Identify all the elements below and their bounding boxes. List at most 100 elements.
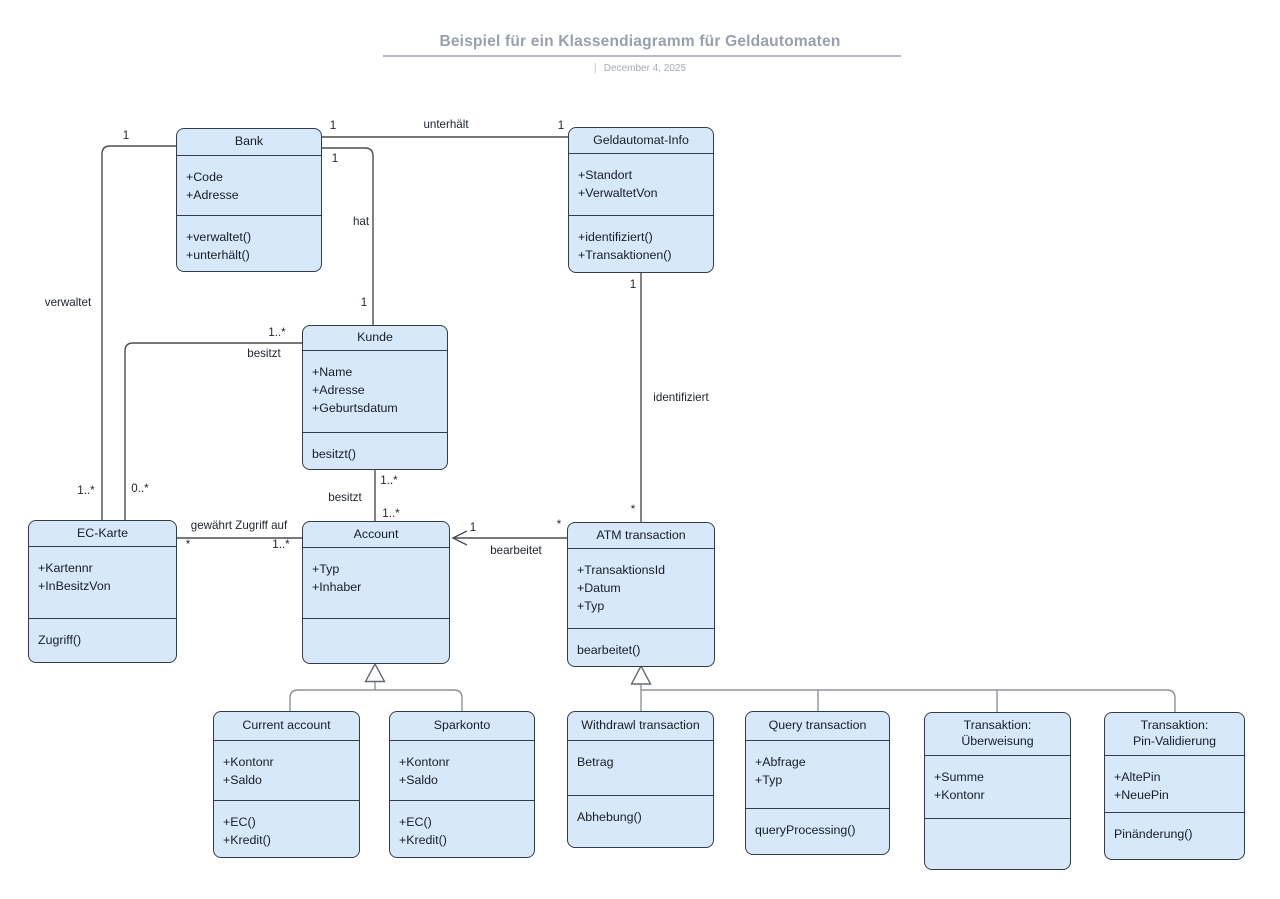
class-methods: besitzt() <box>303 433 447 469</box>
class-attributes: +AltePin +NeuePin <box>1105 756 1244 813</box>
class-attributes: +Standort +VerwaltetVon <box>569 154 713 216</box>
method: +identifiziert() <box>578 230 653 244</box>
attribute: +Typ <box>755 773 783 787</box>
class-methods: bearbeitet() <box>568 629 714 666</box>
label-unterhaelt: unterhält <box>423 118 469 131</box>
class-methods: +verwaltet() +unterhält() <box>177 216 321 271</box>
date-text: December 4, 2025 <box>603 63 687 74</box>
method: besitzt() <box>312 447 357 461</box>
class-methods: +identifiziert() +Transaktionen() <box>569 216 713 272</box>
mult-kunde-besitzt-account: 1..* <box>380 474 398 487</box>
title-underline <box>383 55 901 57</box>
class-attributes: +Abfrage+Typ <box>746 741 889 809</box>
association-hat <box>322 147 374 325</box>
mult-account-bearbeitet: 1 <box>469 521 477 534</box>
class-title: Sparkonto <box>390 712 534 741</box>
mult-eckarte-zugriff: * <box>185 538 191 551</box>
class-methods: Zugriff() <box>29 619 176 662</box>
class-atm-transaction: ATM transaction+TransaktionsId+Datum+Typ… <box>567 522 715 667</box>
attribute: +Name <box>312 365 353 379</box>
attribute: +Datum <box>577 581 621 595</box>
class-title: Current account <box>214 712 359 741</box>
attribute: +Inhaber <box>312 580 362 594</box>
label-verwaltet: verwaltet <box>44 296 92 309</box>
attribute: +VerwaltetVon <box>578 186 658 200</box>
class-methods: +EC()+Kredit() <box>390 801 534 857</box>
class-attributes: Betrag <box>568 741 713 796</box>
method: Zugriff() <box>38 633 82 647</box>
class-title: Bank <box>177 129 321 156</box>
class-attributes: +Typ +Inhaber <box>303 548 449 619</box>
class-title: Kunde <box>303 326 447 351</box>
class-account: Account +Typ +Inhaber <box>302 521 450 664</box>
class-methods: +EC()+Kredit() <box>214 801 359 857</box>
association-verwaltet <box>101 145 176 520</box>
attribute: Betrag <box>577 755 614 769</box>
label-hat: hat <box>352 215 370 228</box>
attribute: +TransaktionsId <box>577 563 666 577</box>
mult-bank-hat: 1 <box>331 152 339 165</box>
mult-bank-verwaltet: 1 <box>122 129 130 142</box>
class-geldautomat-info: Geldautomat-Info +Standort +VerwaltetVon +i… <box>568 127 714 273</box>
class-title: Geldautomat-Info <box>569 128 713 154</box>
attribute: +Adresse <box>186 188 239 202</box>
mult-account-zugriff: 1..* <box>272 538 290 551</box>
class-title: Withdrawl transaction <box>568 712 713 741</box>
method: +verwaltet() <box>186 230 252 244</box>
method: Pinänderung() <box>1114 827 1193 841</box>
class-methods <box>925 819 1070 869</box>
attribute: +Saldo <box>223 773 262 787</box>
class-sparkonto: Sparkonto+Kontonr+Saldo+EC()+Kredit() <box>389 711 535 858</box>
attribute: +Code <box>186 170 223 184</box>
attribute: +Kontonr <box>223 755 274 769</box>
class-attributes: +Summe +Kontonr <box>925 756 1070 819</box>
mult-atm-bearbeitet: * <box>556 518 562 531</box>
method: queryProcessing() <box>755 823 856 837</box>
class-title: ATM transaction <box>568 523 714 549</box>
method: +EC() <box>223 815 256 829</box>
method: +unterhält() <box>186 248 250 262</box>
method: +Transaktionen() <box>578 248 672 262</box>
label-besitzt-ec: besitzt <box>247 347 281 360</box>
attribute: +Kontonr <box>934 788 985 802</box>
class-current-account: Current account +Kontonr +Saldo +EC()+Kredi… <box>213 711 360 858</box>
class-attributes: +Kontonr +Saldo <box>214 741 359 801</box>
class-title: Transaktion: Überweisung <box>925 713 1070 756</box>
date-separator: | <box>593 62 597 74</box>
class-transaktion-pin-validierung: Transaktion: Pin-Validierung+AltePin+Neu… <box>1104 712 1245 860</box>
class-title: Query transaction <box>746 712 889 741</box>
class-methods: Pinänderung() <box>1105 813 1244 859</box>
mult-geldautomat-unterhaelt: 1 <box>557 119 565 132</box>
method: +EC() <box>399 815 432 829</box>
class-bank: Bank +Code +Adresse +verwaltet() +unterhält(… <box>176 128 322 272</box>
generalization-triangle-atm <box>630 664 652 685</box>
mult-geldautomat-identifiziert: 1 <box>629 278 637 291</box>
class-attributes: +Kontonr+Saldo <box>390 741 534 801</box>
attribute: +Summe <box>934 770 984 784</box>
attribute: +Kartennr <box>38 561 93 575</box>
class-transaktion-ueberweisung: Transaktion: Überweisung +Summe +Kontonr <box>924 712 1071 870</box>
open-arrowhead-bearbeitet <box>451 530 468 546</box>
class-title: EC-Karte <box>29 521 176 547</box>
class-query-transaction: Query transaction+Abfrage+Typ queryProces… <box>745 711 890 855</box>
mult-eckarte-verwaltet: 1..* <box>77 484 95 497</box>
attribute: +Standort <box>578 168 633 182</box>
attribute: +Typ <box>312 562 340 576</box>
method: Abhebung() <box>577 810 642 824</box>
generalization-triangle-account <box>364 662 386 683</box>
label-bearbeitet: bearbeitet <box>490 544 542 557</box>
class-methods <box>303 619 449 663</box>
class-attributes: +Kartennr+InBesitzVon <box>29 547 176 619</box>
mult-eckarte-besitzt: 0..* <box>131 482 149 495</box>
attribute: +Kontonr <box>399 755 450 769</box>
page-title: Beispiel für ein Klassendiagramm für Gel… <box>439 33 841 50</box>
attribute: +NeuePin <box>1114 788 1169 802</box>
attribute: +Adresse <box>312 383 365 397</box>
attribute: +AltePin <box>1114 770 1161 784</box>
class-title: Account <box>303 522 449 548</box>
class-methods: queryProcessing() <box>746 809 889 854</box>
